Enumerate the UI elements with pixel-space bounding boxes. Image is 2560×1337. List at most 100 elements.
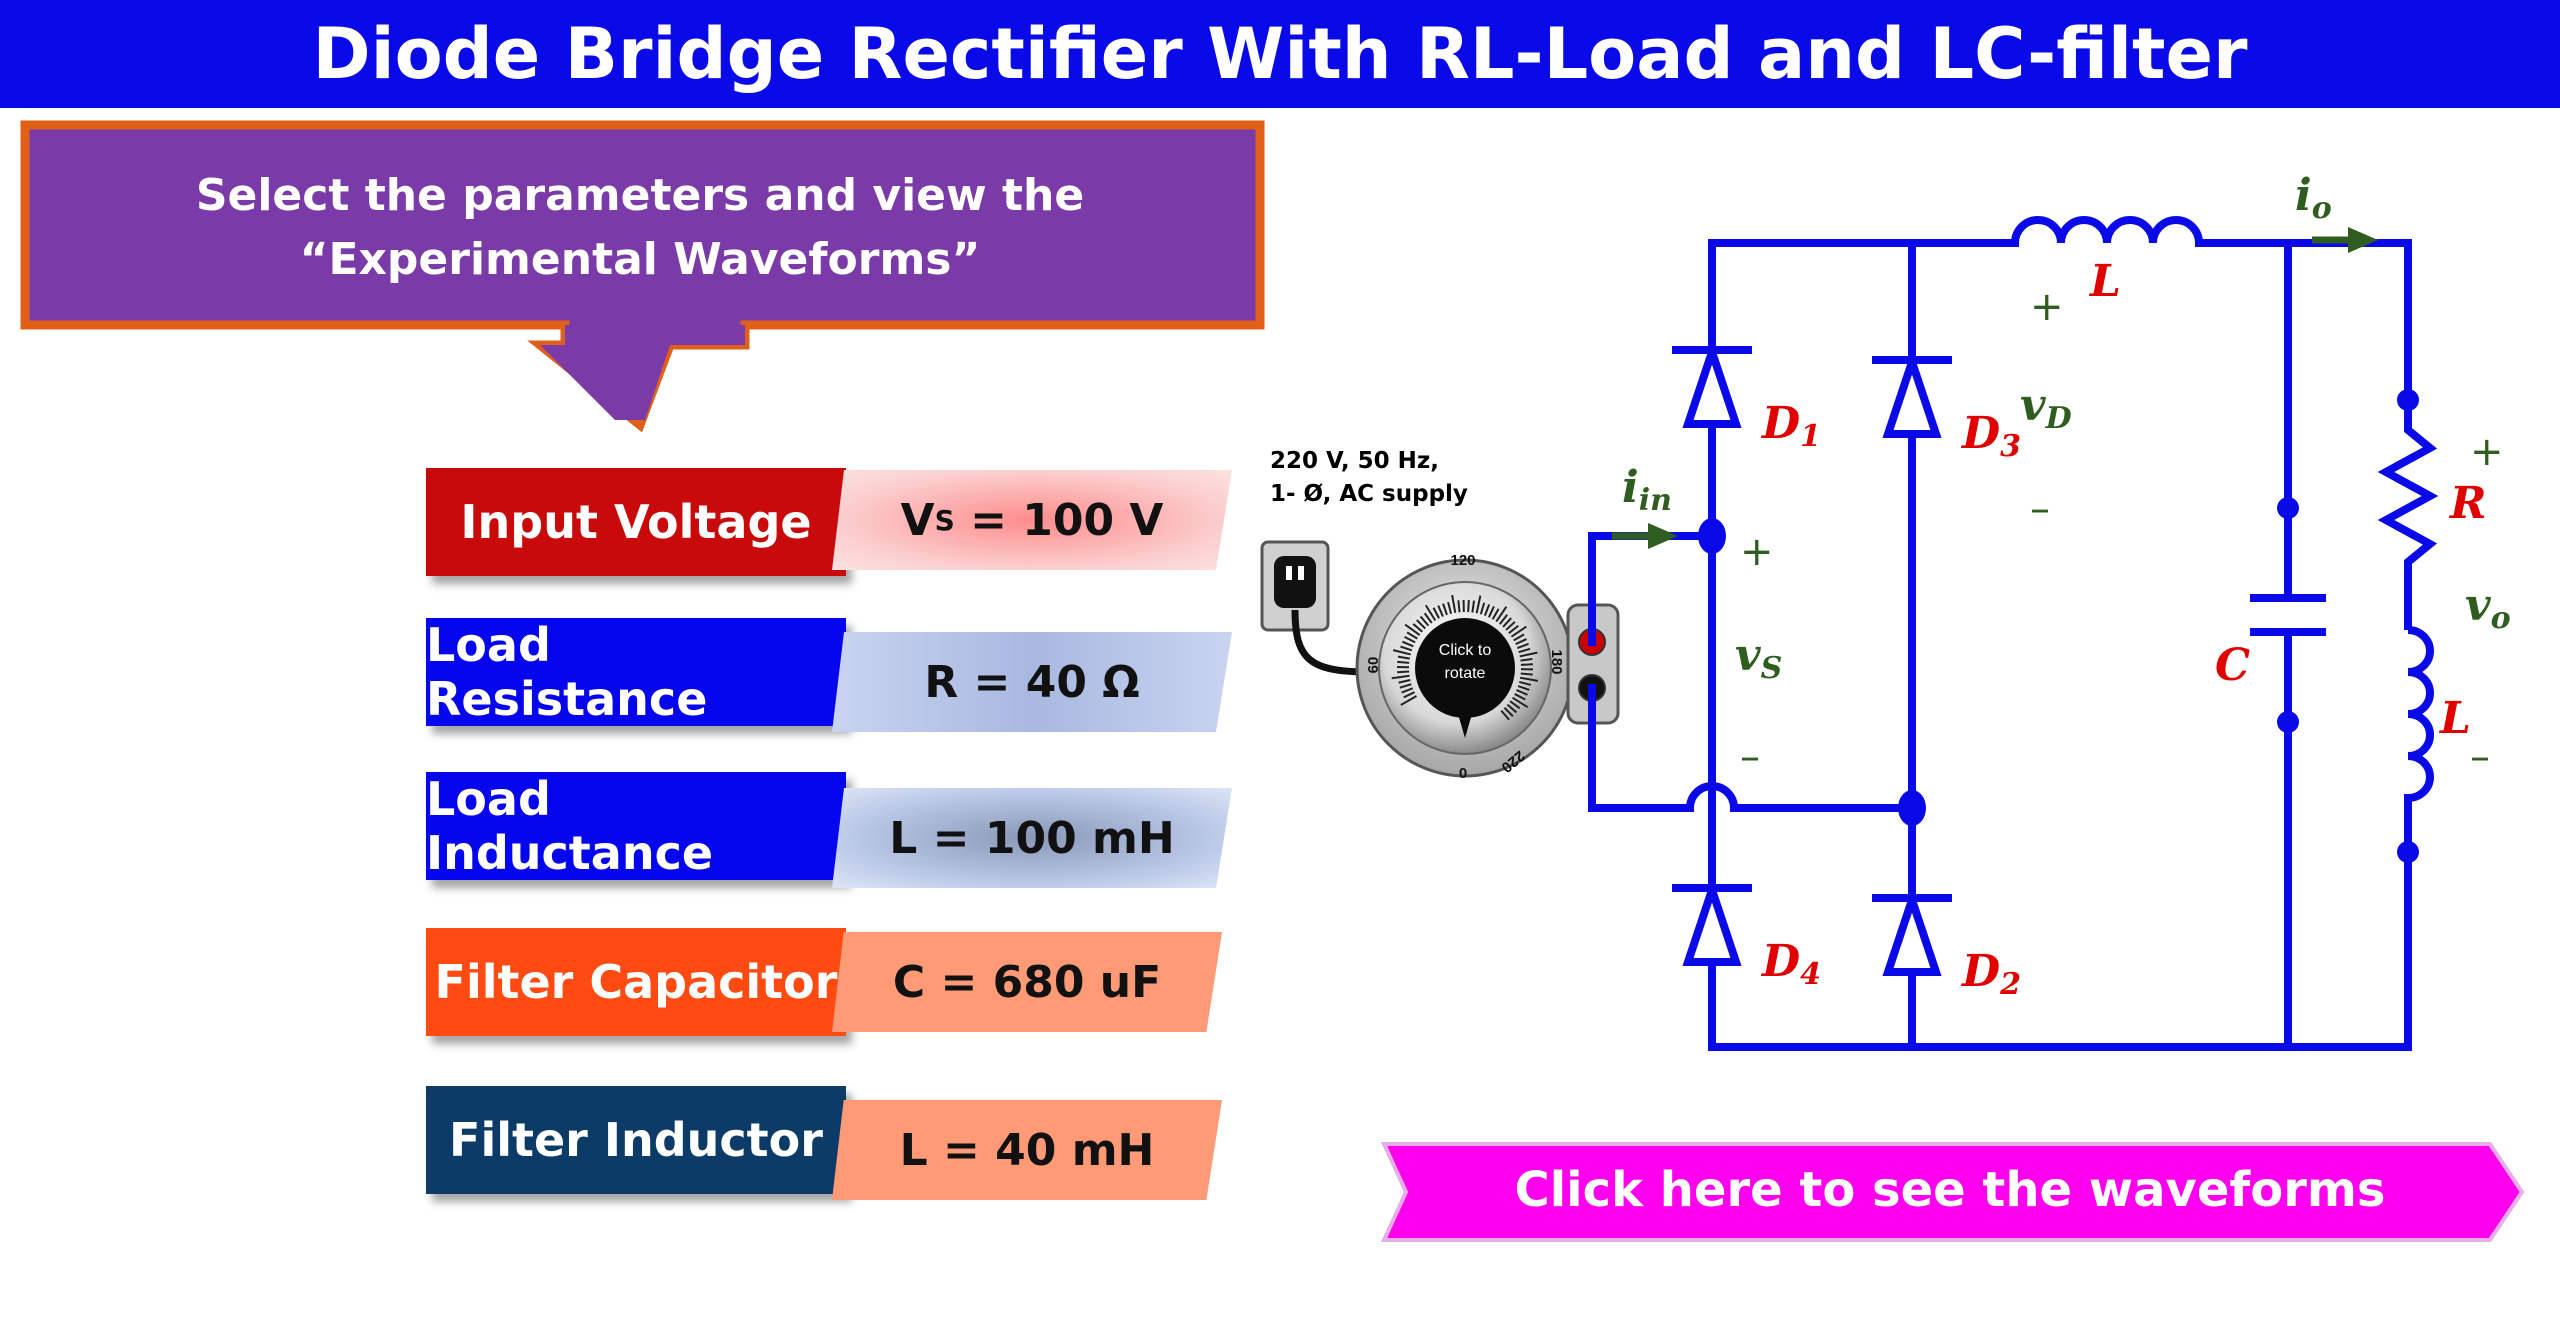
dial-tick [1520,663,1533,666]
dial-tick [1471,600,1475,613]
dial-tick [1398,679,1411,684]
i-o-arrow-icon [2348,227,2378,253]
dial-tick [1503,707,1514,717]
plus-vo: + [2470,429,2504,475]
minus-vs: – [1740,734,1760,780]
dial-tick [1403,691,1415,699]
minus-vd: – [2030,486,2050,532]
knob-center-text-2: rotate [1445,665,1486,682]
dial-tick [1520,672,1533,676]
diode-d2 [1872,887,1952,976]
filter-capacitor-symbol [2250,594,2326,636]
load-resistor-symbol [2377,400,2439,630]
dial-label-0: 0 [1459,765,1467,782]
dial-tick [1499,614,1509,625]
label-l-load: L [2438,693,2471,744]
dial-tick [1487,606,1495,618]
load-resistance-value[interactable]: R = 40 Ω [832,632,1232,732]
dial-tick [1495,606,1508,623]
dial-tick [1442,603,1448,616]
load-inductor-symbol [2404,626,2434,852]
dial-tick [1467,600,1470,613]
dial-tick [1511,696,1529,709]
dial-tick [1518,680,1532,686]
load-inductance-value[interactable]: L = 100 mH [832,788,1232,888]
dial-tick [1447,601,1453,615]
diode-d3 [1872,349,1952,438]
label-v-d: vD [2020,380,2072,436]
supply-label: 220 V, 50 Hz, 1- Ø, AC supply [1270,448,1468,507]
dial-tick [1391,674,1410,680]
dial-tick [1479,602,1486,615]
dial-tick [1515,638,1527,646]
dial-tick [1392,649,1411,656]
dial-label-60: 60 [1365,657,1382,674]
label-c: C [2215,640,2250,691]
filter-capacitor-label[interactable]: Filter Capacitor [426,928,846,1036]
dial-tick [1510,625,1527,638]
label-d4: D4 [1760,936,1821,992]
dial-tick [1423,612,1433,624]
input-voltage-label[interactable]: Input Voltage [426,468,846,576]
junction-dots [1698,389,2419,863]
dial-tick [1502,617,1512,628]
diode-d1 [1672,339,1752,428]
filter-capacitor-value[interactable]: C = 680 uF [832,932,1222,1032]
dial-tick [1416,619,1426,630]
dial-tick [1500,709,1510,721]
plus-vs: + [1740,529,1774,575]
dial-tick [1404,636,1416,644]
diode-d4 [1672,877,1752,966]
dial-tick [1519,651,1538,658]
label-v-o: vo [2465,580,2511,636]
waveform-button-shape [1380,1142,2525,1242]
dial-tick [1451,594,1457,614]
dial-tick [1475,595,1482,614]
dial-tick [1401,640,1414,648]
dial-tick [1400,645,1413,652]
filter-inductor-label[interactable]: Filter Inductor [426,1086,846,1194]
label-d1: D1 [1760,398,1821,454]
see-waveforms-button[interactable]: Click here to see the waveforms [1514,1162,2386,1218]
dial-tick [1520,658,1533,662]
dial-tick [1513,633,1525,642]
filter-inductor-value[interactable]: L = 40 mH [832,1100,1222,1200]
filter-inductor-symbol [2011,216,2203,247]
dial-tick [1506,703,1518,714]
i-in-arrow-icon [1648,523,1678,549]
dial-tick [1397,670,1410,674]
dial-tick [1505,621,1516,631]
label-r: R [2448,478,2487,529]
dial-tick [1412,623,1424,633]
dial-tick [1518,647,1531,654]
dial-tick [1399,683,1412,689]
minus-vo: – [2470,734,2490,780]
dial-tick [1509,700,1521,710]
dial-tick [1424,604,1437,622]
dial-tick [1397,655,1410,660]
instruction-callout [20,120,1265,433]
dial-tick [1400,695,1418,706]
dial-tick [1508,624,1519,634]
label-l-filter: L [2088,256,2121,307]
label-d3: D3 [1960,408,2021,464]
polarity-signs: + – + – + – [1740,284,2504,780]
load-resistance-label[interactable]: Load Resistance [426,618,846,726]
knob-center-text-1: Click to [1439,642,1492,659]
variac-knob[interactable]: Click to rotate 120 180 220 0 60 [1355,552,1620,782]
dial-tick [1457,600,1461,613]
dial-label-180: 180 [1548,649,1565,674]
instruction-text: Select the parameters and view the “Expe… [195,170,1085,285]
page-title: Diode Bridge Rectifier With RL-Load and … [0,0,2560,108]
label-v-s: vS [1735,630,1782,686]
label-i-o: io [2295,170,2332,226]
plus-vd: + [2030,284,2064,330]
dial-tick [1404,623,1421,636]
dial-tick [1437,605,1444,617]
current-arrows [1612,227,2378,549]
dial-tick [1432,607,1440,619]
label-d2: D2 [1960,946,2021,1002]
load-inductance-label[interactable]: Load Inductance [426,772,846,880]
